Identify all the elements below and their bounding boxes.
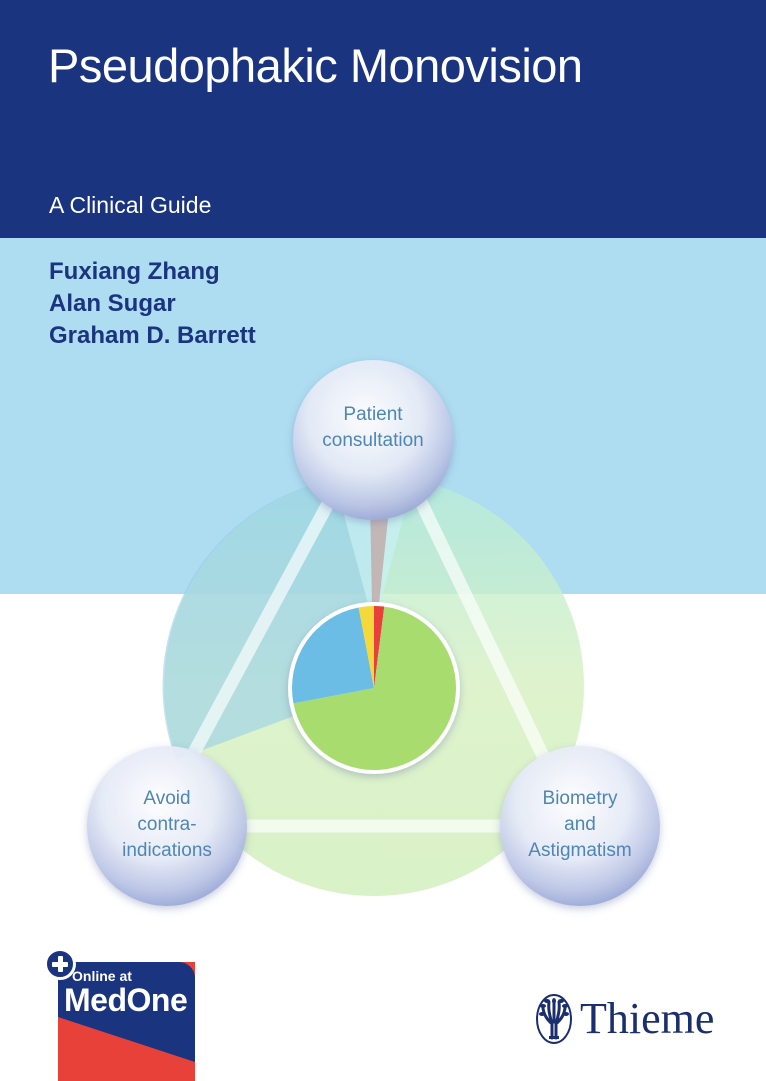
publisher-logo: Thieme	[534, 992, 714, 1046]
node-label-line: Patient	[343, 404, 403, 425]
author-list: Fuxiang Zhang Alan Sugar Graham D. Barre…	[49, 256, 256, 352]
node-label-avoid-contraindications: Avoid contra- indications	[87, 786, 247, 864]
book-title: Pseudophakic Monovision	[48, 39, 583, 92]
pie-chart	[292, 606, 456, 770]
node-label-line: Biometry	[542, 788, 618, 809]
pie-border	[288, 602, 460, 774]
node-label-biometry-astigmatism: Biometry and Astigmatism	[500, 786, 660, 864]
node-label-patient-consultation: Patient consultation	[293, 402, 453, 454]
node-label-line: Avoid	[143, 788, 191, 809]
node-label-line: Astigmatism	[528, 840, 632, 861]
tree-icon	[536, 994, 572, 1044]
title-band	[0, 0, 766, 238]
book-subtitle: A Clinical Guide	[49, 192, 212, 218]
medone-name-label: MedOne	[64, 982, 188, 1018]
plus-icon	[44, 948, 76, 980]
node-label-line: consultation	[322, 430, 424, 451]
pie-slice	[374, 606, 385, 688]
node-label-line: and	[564, 814, 596, 835]
pie-slice	[292, 607, 374, 704]
node-label-line: contra-	[137, 814, 197, 835]
author-name: Graham D. Barrett	[49, 322, 256, 349]
author-name: Fuxiang Zhang	[49, 258, 220, 285]
medone-online-label: Online at	[72, 968, 132, 984]
author-name: Alan Sugar	[49, 290, 176, 317]
pie-slice	[358, 606, 374, 688]
publisher-name: Thieme	[580, 994, 715, 1043]
pie-slice	[293, 606, 456, 770]
medone-badge[interactable]: Online at MedOne	[58, 962, 195, 1081]
node-label-line: indications	[122, 840, 212, 861]
